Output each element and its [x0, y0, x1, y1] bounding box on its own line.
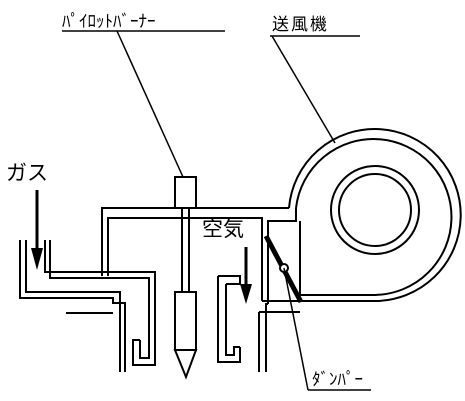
leader-lines	[62, 30, 371, 391]
pilot-burner-tip	[173, 349, 198, 380]
pilot-burner-body	[174, 291, 197, 351]
air-flow-arrowhead	[240, 284, 252, 304]
blower-impeller-outer	[330, 165, 420, 255]
label-gas: ガス	[6, 161, 48, 185]
gas-flow-arrowhead	[31, 248, 43, 270]
blower-casing-outer	[295, 138, 453, 296]
flow-arrows	[35, 190, 248, 296]
label-pilot-burner: ﾊﾟｲﾛｯﾄﾊﾞｰﾅｰ	[62, 12, 156, 32]
pilot-burner-head	[174, 176, 197, 209]
blower	[262, 128, 462, 302]
label-blower: 送風機	[272, 15, 329, 35]
air-duct	[101, 207, 300, 372]
gas-inlet	[19, 240, 226, 372]
pilot-burner	[173, 176, 198, 380]
blower-casing-inner	[262, 128, 462, 302]
label-damper: ﾀﾞﾝﾊﾟｰ	[312, 370, 363, 390]
label-air: 空気	[202, 217, 244, 241]
air-nozzle	[217, 275, 241, 363]
blower-impeller-inner	[338, 173, 412, 247]
